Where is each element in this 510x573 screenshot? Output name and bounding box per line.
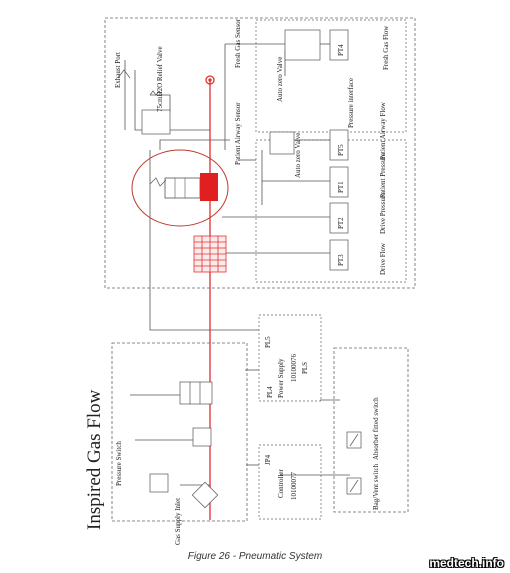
pl4-block: [258, 314, 322, 402]
auto-zero-valve-mid-label: Auto zero Valve: [294, 133, 302, 178]
pt4-label: PT4: [337, 44, 345, 56]
pt5-box: [329, 129, 349, 161]
pl4-label: PL4: [266, 386, 274, 398]
patient-pressure-label: Patient Pressure: [379, 153, 387, 198]
jp4-label: JP4: [264, 454, 272, 465]
gas-path: [205, 75, 215, 520]
pressure-switch-label: Pressure Switch: [115, 441, 123, 486]
pt1-box: [329, 166, 349, 198]
breathing-system-box: [104, 17, 416, 289]
exhalation-valve: [149, 173, 218, 201]
power-supply-pn-label: 10100076: [290, 354, 298, 383]
figure-caption: Figure 26 - Pneumatic System: [187, 551, 323, 562]
outer-boxes: [104, 17, 416, 522]
switches-box: [333, 347, 409, 513]
pl5-label: PL5: [264, 336, 272, 348]
bag-vent-switch-label: Bag/Vent switch: [372, 463, 380, 510]
transducer-boxes: [269, 29, 349, 271]
highlight-circle: [131, 149, 229, 227]
fresh-gas-flow-label: Fresh Gas Flow: [382, 25, 390, 70]
lower-components: [149, 381, 219, 509]
controller-label: Controller: [277, 469, 285, 498]
pressure-interface-label: Pressure interface: [347, 78, 355, 128]
watermark: medtech.info: [429, 556, 504, 570]
auto-zero-valve-top-label: Auto zero Valve: [276, 57, 284, 102]
pt1-label: PT1: [337, 181, 345, 193]
power-supply-label: Power Supply: [277, 358, 285, 398]
pt2-label: PT2: [337, 217, 345, 229]
valve-top-box: [284, 29, 321, 61]
sensor-block-bottom: [255, 139, 407, 283]
relief-valve-label: 75cmH2O Relief Valve: [156, 46, 164, 112]
pt3-box: [329, 239, 349, 271]
pt3-label: PT3: [337, 254, 345, 266]
exhaust-port-label: Exhaust Port: [114, 52, 122, 88]
drive-flow-label: Drive Flow: [379, 242, 387, 275]
grey-lines: [124, 30, 350, 486]
figure-title: Inspired Gas Flow: [84, 389, 105, 530]
pls-label: PLS: [301, 362, 309, 374]
gas-supply-inlet-label: Gas Supply Inlet: [174, 498, 182, 545]
switch-icons: [346, 431, 362, 495]
pt4-box: [329, 29, 349, 61]
relief-valve: [117, 69, 171, 135]
inspired-gas-box: [111, 342, 248, 522]
flow-restrictor: [193, 235, 227, 273]
controller-pn-label: 10100077: [290, 472, 298, 501]
patient-airway-flow-label: Patient Airway Flow: [379, 101, 387, 160]
pt5-label: PT5: [337, 144, 345, 156]
fresh-gas-sensor-label: Fresh Gas Sensor: [234, 18, 242, 68]
pt2-box: [329, 202, 349, 234]
absorber-fitted-switch-label: Absorber fitted switch: [372, 397, 380, 460]
valve-mid-box: [269, 131, 295, 155]
patient-airway-sensor-label: Patient Airway Sensor: [234, 102, 242, 165]
drive-pressure-label: Drive Pressure: [379, 193, 387, 234]
